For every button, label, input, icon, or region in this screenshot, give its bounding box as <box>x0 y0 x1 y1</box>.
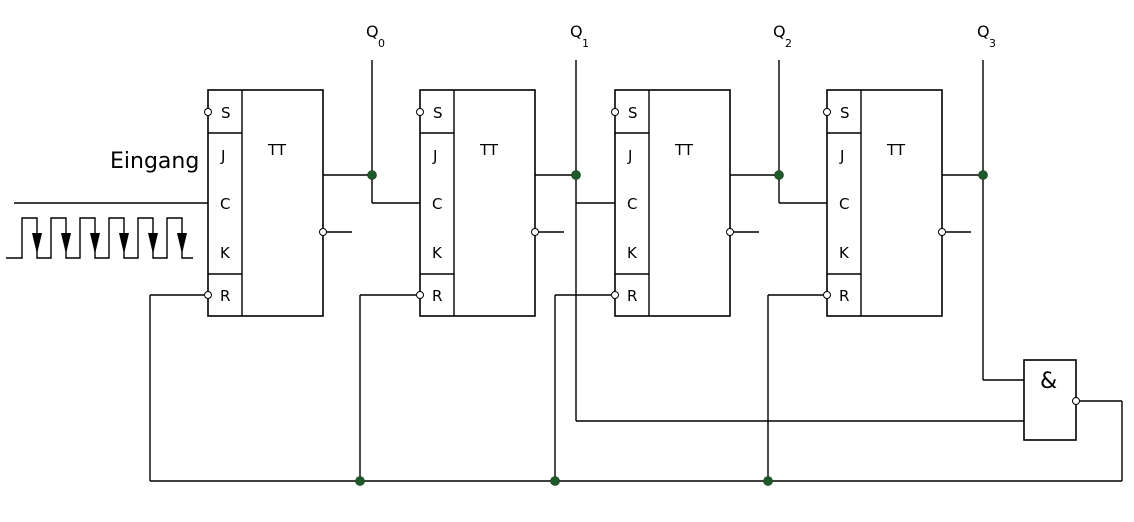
q-not-inverter-bubble <box>531 228 539 236</box>
q0-label: Q 0 <box>366 22 385 50</box>
set-inverter-bubble <box>416 108 424 116</box>
pin-c-label: C <box>220 195 230 213</box>
edge-arrow <box>177 233 187 254</box>
flipflop-type-label: TT <box>674 141 694 159</box>
pin-r-label: R <box>220 287 230 305</box>
q-output-wires <box>323 60 1024 422</box>
and-gate: & <box>1023 359 1080 441</box>
junction-dots <box>355 170 988 486</box>
edge-arrow <box>119 233 129 254</box>
flipflop-0: S J C K R TT <box>204 89 327 317</box>
set-inverter-bubble <box>611 108 619 116</box>
edge-arrow <box>90 233 100 254</box>
flipflop-2: S J C K R TT <box>611 89 734 317</box>
q2-label: Q 2 <box>773 22 792 50</box>
edge-arrow <box>32 233 42 254</box>
q-index: 3 <box>989 37 996 50</box>
pin-j-label: J <box>432 147 437 165</box>
q-not-inverter-bubble <box>938 228 946 236</box>
reset-inverter-bubble <box>611 291 619 299</box>
pin-s-label: S <box>221 104 231 122</box>
reset-bus <box>149 294 1123 482</box>
q-letter: Q <box>570 22 583 41</box>
junction-dot <box>367 170 377 180</box>
pin-c-label: C <box>432 195 442 213</box>
edge-arrow <box>61 233 71 254</box>
junction-dot <box>571 170 581 180</box>
junction-dot <box>550 476 560 486</box>
pin-j-label: J <box>627 147 632 165</box>
pin-k-label: K <box>839 244 850 262</box>
q-letter: Q <box>366 22 379 41</box>
q-letter: Q <box>773 22 786 41</box>
pin-s-label: S <box>628 104 638 122</box>
flipflop-type-label: TT <box>267 141 287 159</box>
q-letter: Q <box>977 22 990 41</box>
edge-arrow <box>148 233 158 254</box>
pin-r-label: R <box>627 287 637 305</box>
junction-dot <box>978 170 988 180</box>
set-inverter-bubble <box>823 108 831 116</box>
clock-pulse-train <box>6 217 193 259</box>
pin-r-label: R <box>839 287 849 305</box>
q1-label: Q 1 <box>570 22 589 50</box>
flipflop-1: S J C K R TT <box>416 89 539 317</box>
pin-j-label: J <box>220 147 225 165</box>
pin-j-label: J <box>839 147 844 165</box>
reset-inverter-bubble <box>823 291 831 299</box>
pin-k-label: K <box>627 244 638 262</box>
junction-dot <box>763 476 773 486</box>
junction-dot <box>355 476 365 486</box>
falling-edge-arrows <box>32 233 187 254</box>
q-not-inverter-bubble <box>726 228 734 236</box>
pin-r-label: R <box>432 287 442 305</box>
pin-c-label: C <box>627 195 637 213</box>
set-inverter-bubble <box>204 108 212 116</box>
pin-s-label: S <box>840 104 850 122</box>
reset-inverter-bubble <box>204 291 212 299</box>
pin-s-label: S <box>433 104 443 122</box>
q-index: 0 <box>378 37 385 50</box>
input-label: Eingang <box>110 149 199 174</box>
flipflop-3: S J C K R TT <box>823 89 946 317</box>
reset-inverter-bubble <box>416 291 424 299</box>
and-gate-symbol: & <box>1040 369 1057 394</box>
q-index: 1 <box>582 37 589 50</box>
junction-dot <box>774 170 784 180</box>
pin-c-label: C <box>839 195 849 213</box>
q-index: 2 <box>785 37 792 50</box>
flipflop-type-label: TT <box>479 141 499 159</box>
q-not-inverter-bubble <box>319 228 327 236</box>
pin-k-label: K <box>220 244 231 262</box>
q3-label: Q 3 <box>977 22 996 50</box>
and-gate-output-bubble <box>1072 397 1080 405</box>
flipflop-type-label: TT <box>886 141 906 159</box>
pin-k-label: K <box>432 244 443 262</box>
